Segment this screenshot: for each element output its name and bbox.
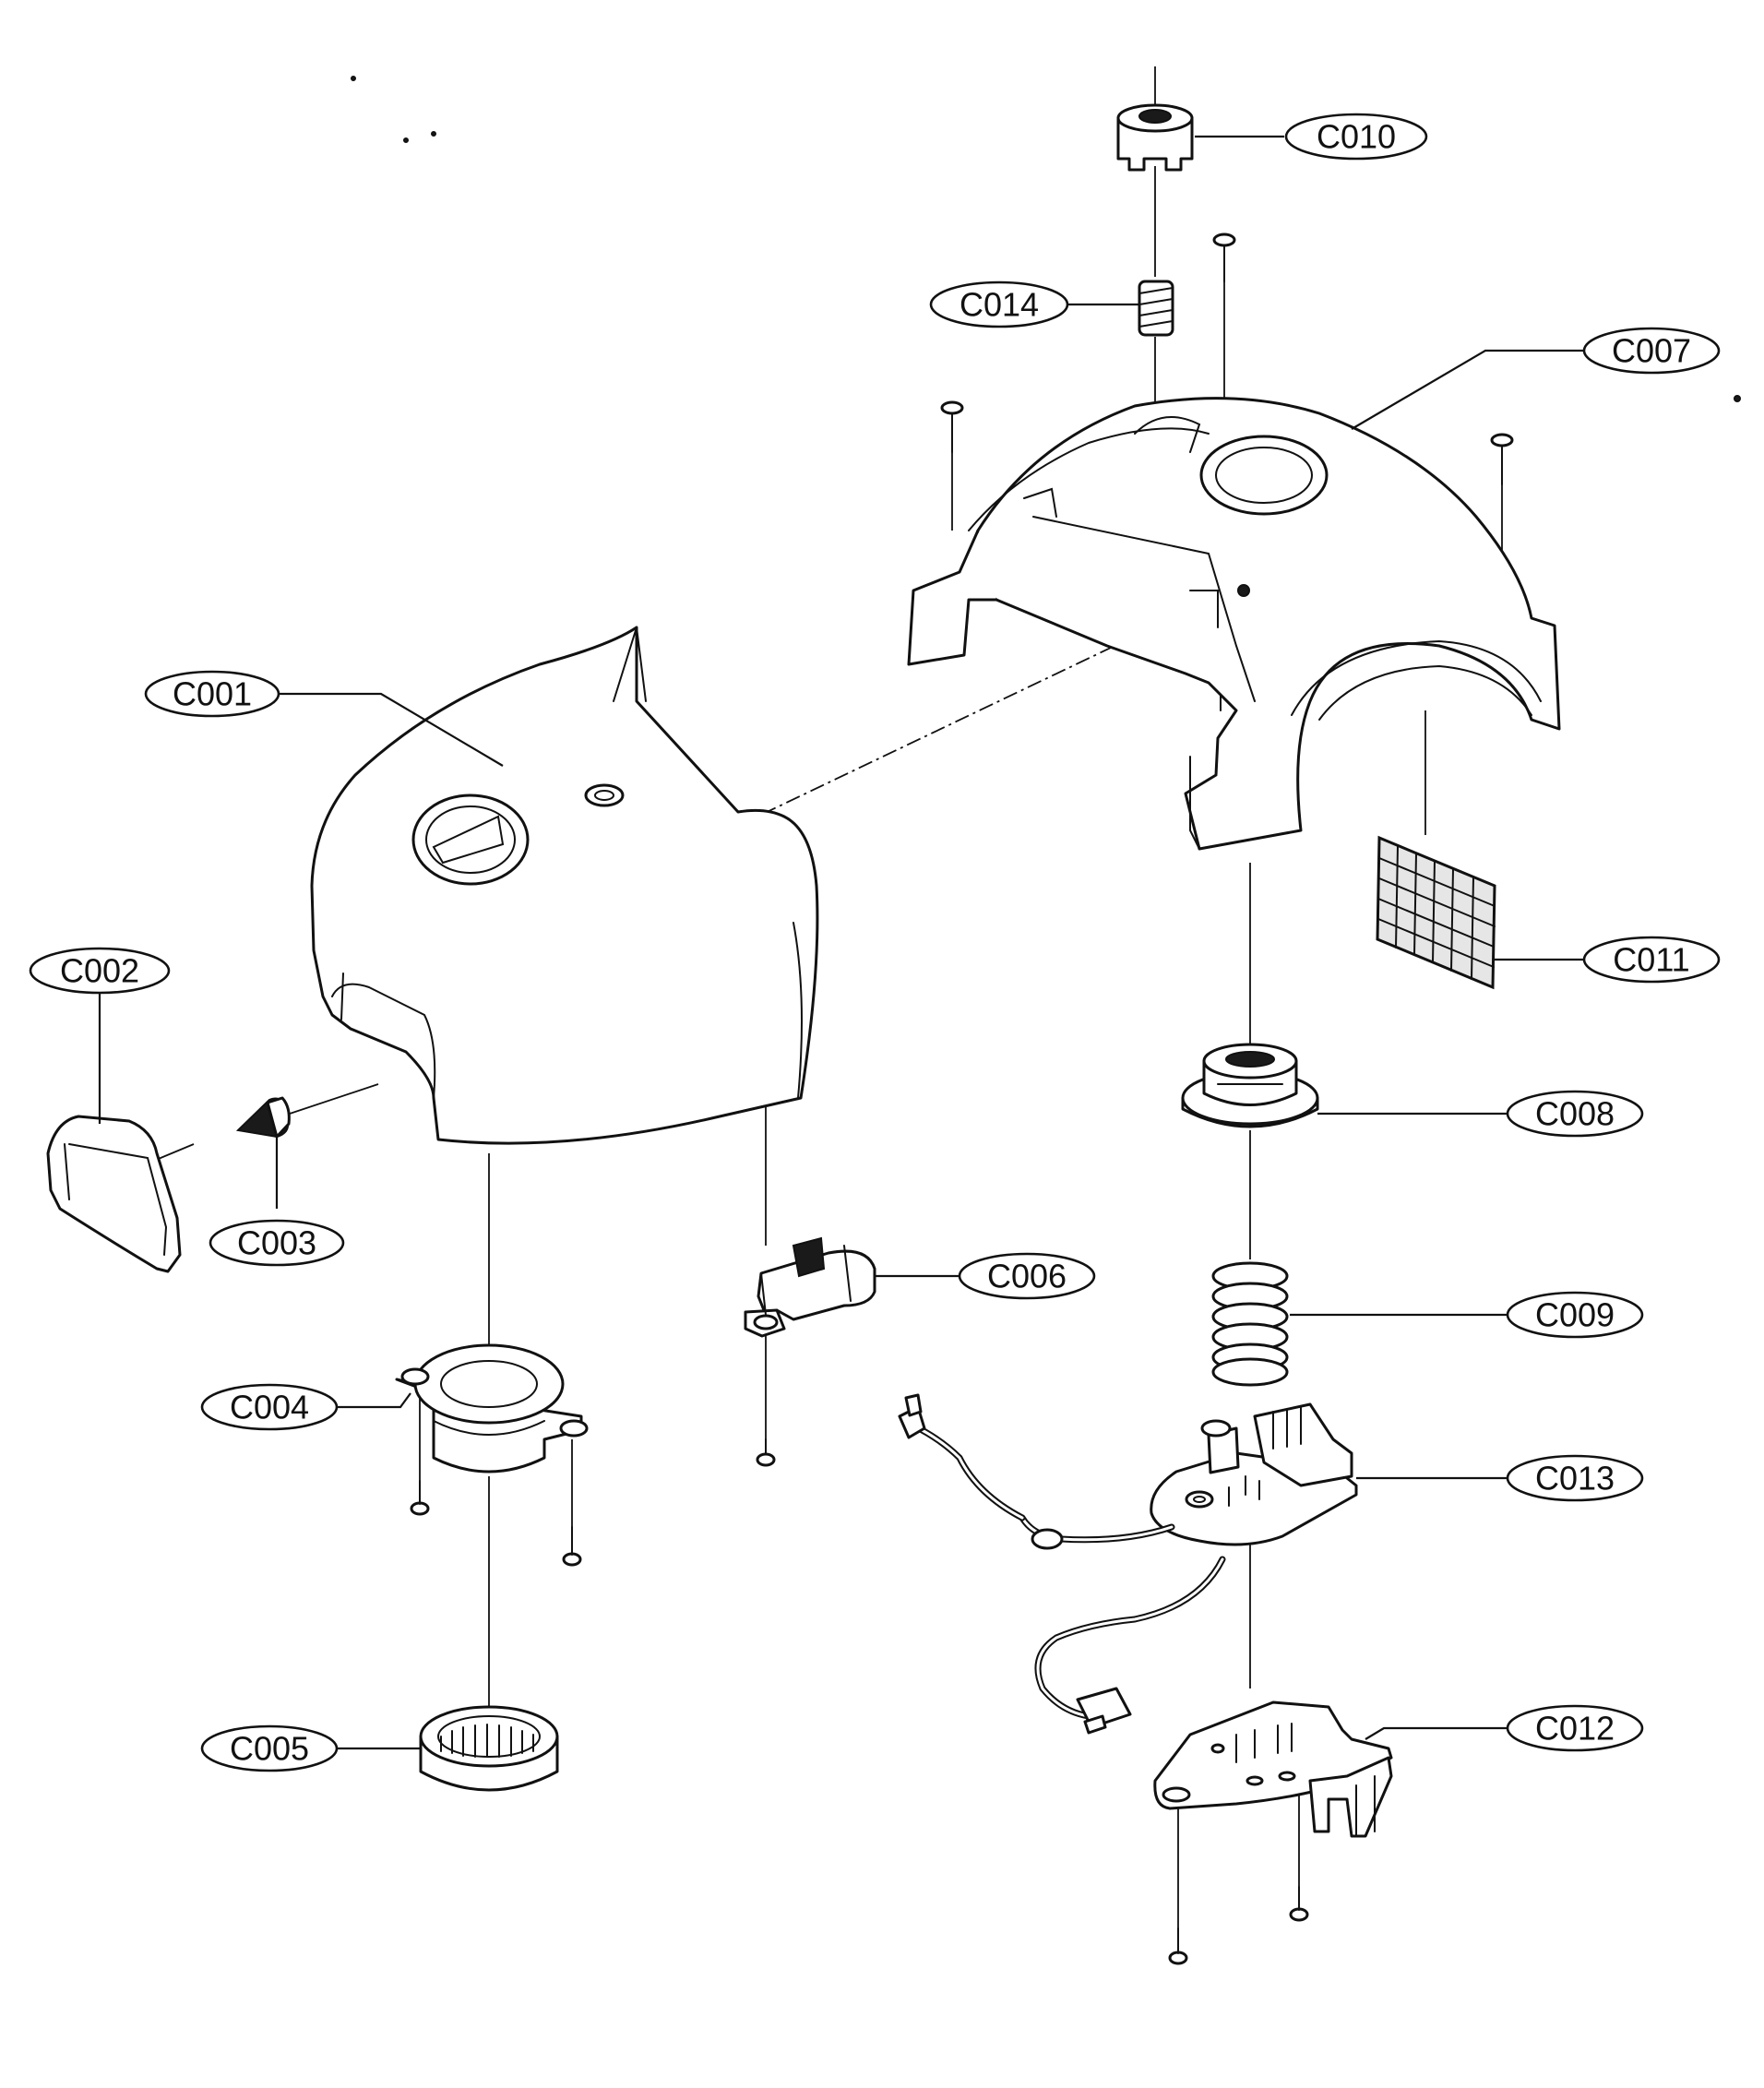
callout-c010: C010 xyxy=(1284,113,1428,161)
part-c002-front-cover xyxy=(46,1115,182,1273)
callout-c014: C014 xyxy=(929,280,1069,328)
part-c013-circuit-board xyxy=(898,1393,1358,1735)
callout-c013: C013 xyxy=(1506,1454,1644,1502)
scan-specks xyxy=(351,76,1741,402)
part-c008-rotor xyxy=(1181,1043,1319,1128)
callout-c008: C008 xyxy=(1506,1090,1644,1138)
screw-icon xyxy=(1212,233,1236,406)
callout-label: C009 xyxy=(1535,1296,1615,1334)
part-c003-cone xyxy=(235,1096,291,1139)
screw-icon xyxy=(1490,433,1514,600)
callout-label: C007 xyxy=(1612,332,1691,370)
assembly-axis-lines xyxy=(137,66,1426,1730)
callout-c001: C001 xyxy=(144,670,280,718)
callout-c004: C004 xyxy=(200,1383,339,1431)
screw-icon xyxy=(1289,1790,1309,1922)
callout-label: C005 xyxy=(230,1730,309,1768)
callout-label: C006 xyxy=(987,1258,1067,1295)
callout-label: C014 xyxy=(959,286,1039,324)
callout-label: C010 xyxy=(1317,118,1396,156)
callout-label: C012 xyxy=(1535,1710,1615,1748)
screw-icon xyxy=(756,1438,776,1467)
callout-label: C001 xyxy=(173,675,252,713)
callout-c011: C011 xyxy=(1582,936,1721,984)
callout-label: C011 xyxy=(1613,941,1689,979)
callout-c007: C007 xyxy=(1582,327,1721,375)
callout-label: C003 xyxy=(237,1224,316,1262)
screw-icon xyxy=(410,1389,430,1516)
part-c004-ring xyxy=(395,1343,589,1474)
leader-lines xyxy=(98,135,1584,1750)
part-c007-rear-housing xyxy=(907,397,1561,851)
callout-c002: C002 xyxy=(29,947,171,995)
screw-icon xyxy=(1168,1795,1188,1965)
part-c009-spring xyxy=(1211,1261,1289,1387)
callout-c009: C009 xyxy=(1506,1291,1644,1339)
part-c012-base-board xyxy=(1153,1700,1393,1838)
callout-c005: C005 xyxy=(200,1724,339,1772)
part-c010-cap xyxy=(1116,103,1194,172)
screw-icon xyxy=(562,1439,582,1567)
part-c006-connector xyxy=(744,1236,876,1338)
screw-icon xyxy=(940,400,964,531)
callout-label: C013 xyxy=(1535,1460,1615,1497)
callout-label: C008 xyxy=(1535,1095,1615,1133)
part-c001-front-housing xyxy=(310,626,819,1145)
callout-c012: C012 xyxy=(1506,1704,1644,1752)
part-c005-threaded-ring xyxy=(419,1705,559,1792)
callout-c003: C003 xyxy=(209,1219,345,1267)
part-c011-filter-grid xyxy=(1376,835,1496,990)
callout-label: C004 xyxy=(230,1389,309,1426)
part-c014-spring xyxy=(1138,280,1174,337)
callout-c006: C006 xyxy=(958,1252,1096,1300)
callout-label: C002 xyxy=(60,952,139,990)
